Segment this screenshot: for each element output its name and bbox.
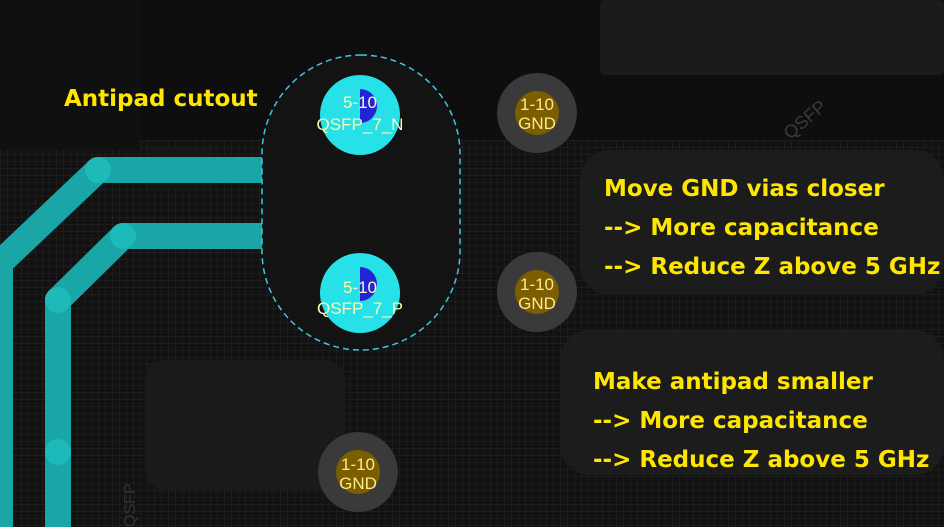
copper-pour-top-left [0,0,140,150]
via-drill [336,450,380,494]
via-gnd-top: 1-10 GND [497,73,577,153]
annotation-line: Antipad cutout [64,86,258,112]
via-net-label: GND [518,294,556,313]
annotation-line: Make antipad smaller [593,369,873,395]
antipad-cutout-annotation: Antipad cutout [64,80,258,119]
annotation-line: --> Reduce Z above 5 GHz [593,447,930,473]
annotation-line: Move GND vias closer [604,176,885,202]
gnd-vias-annotation: Move GND vias closer --> More capacitanc… [604,170,940,287]
copper-pour-right-lower [560,330,944,475]
via-layer-label: 1-10 [520,95,554,114]
via-layer-label: 5-10 [343,278,377,297]
trace-vertex [110,223,136,249]
copper-pour-right-upper [580,150,944,295]
background-silkscreen-label-side: QSFP [122,483,139,527]
trace-vertex [85,157,111,183]
annotation-line: --> Reduce Z above 5 GHz [604,254,941,280]
via-signal-n: 5-10 QSFP_7_N [317,75,404,155]
via-net-label: QSFP_7_P [317,299,403,318]
via-signal-p: 5-10 QSFP_7_P [317,253,403,333]
via-layer-label: 5-10 [343,93,377,112]
annotation-line: --> More capacitance [604,215,879,241]
antipad-outline [261,54,461,351]
via-net-label: GND [518,114,556,133]
trace-vertex [45,439,71,465]
annotation-line: --> More capacitance [593,408,868,434]
via-drill [515,270,559,314]
copper-pour-bottom-left [145,360,345,490]
via-net-label: QSFP_7_N [317,115,404,134]
via-gnd-mid: 1-10 GND [497,252,577,332]
via-layer-label: 1-10 [341,455,375,474]
via-drill-mask [343,89,360,123]
via-layer-label: 1-10 [520,275,554,294]
antipad-smaller-annotation: Make antipad smaller --> More capacitanc… [593,363,929,480]
via-drill [515,91,559,135]
via-drill-mask [343,267,360,301]
via-gnd-bottom: 1-10 GND [318,432,398,512]
trace-vertex [45,287,71,313]
copper-pour-top-right [600,0,944,75]
via-net-label: GND [339,474,377,493]
